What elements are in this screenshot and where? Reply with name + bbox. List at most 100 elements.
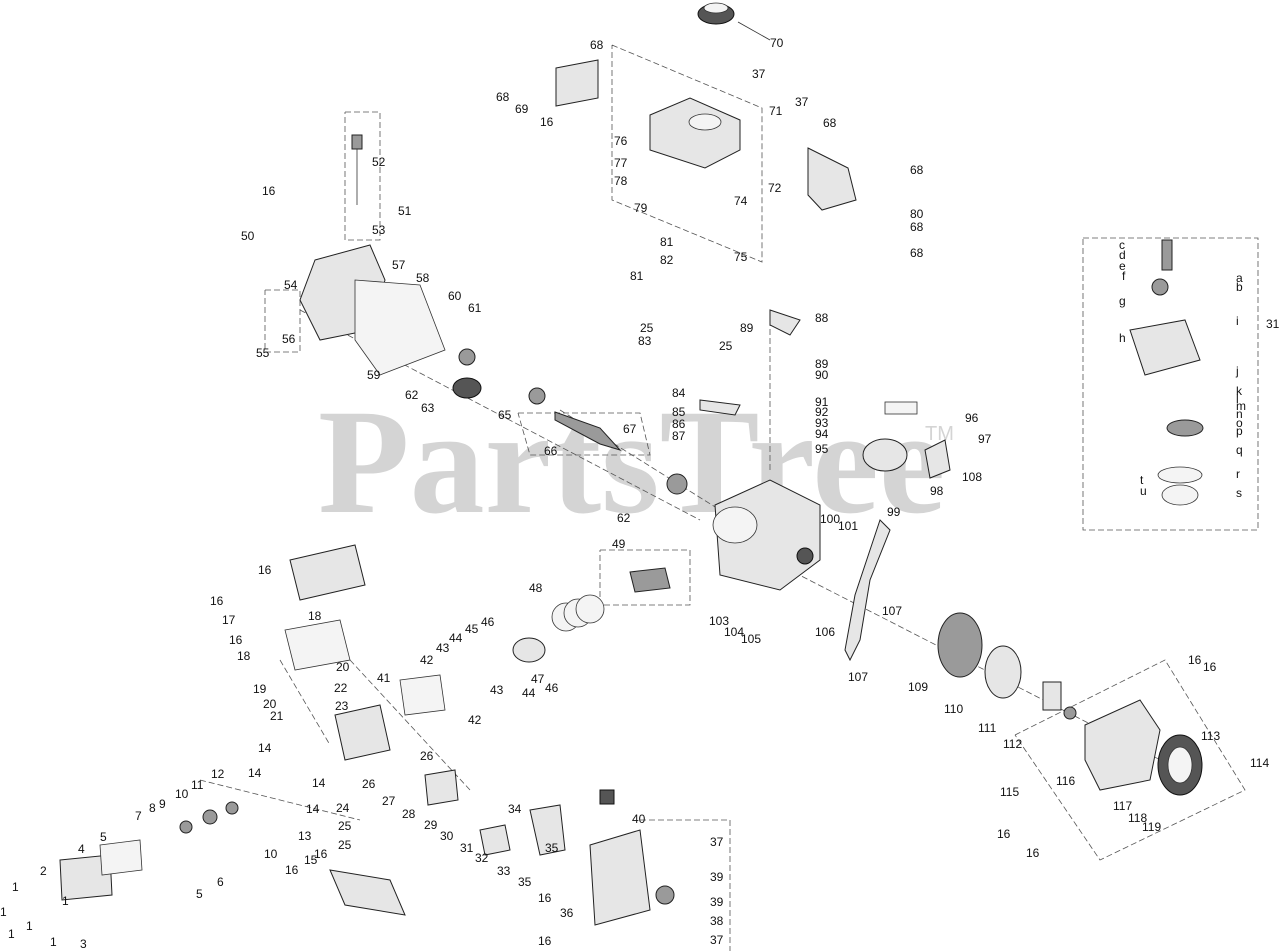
oil-seal — [796, 547, 814, 565]
callout-104: 104 — [724, 625, 744, 639]
callout-25c: 25 — [338, 819, 352, 833]
cam-gear — [452, 377, 482, 399]
callout-16h: 16 — [997, 827, 1011, 841]
piston — [512, 637, 546, 663]
callout-59: 59 — [367, 368, 381, 382]
callout-3: 3 — [80, 937, 87, 951]
cylinder-bore — [712, 506, 758, 544]
callout-28: 28 — [402, 807, 416, 821]
callout-110: 110 — [944, 702, 963, 716]
callout-68b: 68 — [496, 90, 510, 104]
callout-107b: 107 — [848, 670, 868, 684]
air-filter-outline — [640, 819, 731, 951]
tank-heat-shield — [555, 59, 599, 107]
callout-39b: 39 — [710, 895, 724, 909]
callout-105: 105 — [741, 632, 761, 646]
callout-93: 93 — [815, 416, 829, 430]
callout-13: 13 — [298, 829, 312, 843]
callout-99: 99 — [887, 505, 901, 519]
recoil-group-outline — [1014, 659, 1246, 861]
callout-16f: 16 — [1188, 653, 1202, 667]
watermark: PartsTree TM — [318, 379, 954, 545]
callout-16j: 16 — [314, 847, 328, 861]
callout-89a: 89 — [740, 321, 754, 335]
callout-42b: 42 — [468, 713, 482, 727]
callout-19: 19 — [253, 682, 267, 696]
cam-bearing — [528, 387, 546, 405]
callout-113: 113 — [1201, 729, 1220, 743]
dipstick-cap — [351, 134, 363, 150]
callout-92: 92 — [815, 405, 829, 419]
callout-16c: 16 — [258, 563, 272, 577]
callout-p: p — [1236, 424, 1243, 438]
callout-47: 47 — [531, 672, 545, 686]
callout-23: 23 — [335, 699, 349, 713]
callout-119: 119 — [1142, 820, 1161, 834]
callout-b: b — [1236, 280, 1243, 294]
callout-98: 98 — [930, 484, 944, 498]
carb-kit-body — [1129, 319, 1201, 376]
callout-38: 38 — [710, 914, 724, 928]
crankshaft-group-outline — [517, 412, 651, 456]
starter-bracket — [884, 401, 918, 415]
callout-100: 100 — [820, 512, 840, 526]
callout-118: 118 — [1128, 811, 1147, 825]
muffler-guard — [284, 619, 351, 671]
callout-4: 4 — [78, 842, 85, 856]
callout-6: 6 — [217, 875, 224, 889]
starter-shield — [924, 439, 951, 479]
callout-54: 54 — [284, 278, 298, 292]
callout-53: 53 — [372, 223, 386, 237]
carb-kit-float — [1166, 419, 1204, 437]
parts — [59, 2, 1204, 926]
fuel-shutoff-valve — [529, 804, 566, 856]
callout-75: 75 — [734, 250, 748, 264]
callout-37b: 37 — [795, 95, 809, 109]
callouts: 70 68 37 68 69 37 71 16 68 76 77 68 78 7… — [0, 21, 1280, 951]
choke-knob — [599, 789, 615, 805]
connecting-rod — [629, 567, 671, 593]
gasket — [354, 279, 446, 376]
callout-11: 11 — [191, 778, 204, 792]
callout-33: 33 — [497, 864, 511, 878]
callout-87: 87 — [672, 429, 686, 443]
callout-67: 67 — [623, 422, 637, 436]
callout-g: g — [1119, 294, 1126, 308]
callout-74: 74 — [734, 194, 748, 208]
callout-i: i — [1236, 314, 1239, 328]
callout-16l: 16 — [538, 891, 552, 905]
callout-63: 63 — [421, 401, 435, 415]
callout-15: 15 — [304, 853, 318, 867]
callout-16e: 16 — [229, 633, 243, 647]
callout-1c: 1 — [62, 894, 69, 908]
valve-spring — [202, 809, 218, 825]
callout-37d: 37 — [710, 933, 724, 947]
fuel-cap-top — [703, 2, 729, 14]
callout-1e: 1 — [26, 919, 33, 933]
callout-51: 51 — [398, 204, 412, 218]
muffler-axis — [279, 659, 331, 746]
callout-46a: 46 — [481, 615, 495, 629]
callout-35b: 35 — [518, 875, 532, 889]
throttle-linkage — [699, 399, 741, 416]
callout-h: h — [1119, 331, 1126, 345]
callout-d: d — [1119, 248, 1126, 262]
cylinder-head — [334, 704, 391, 761]
callout-43a: 43 — [436, 641, 450, 655]
callout-12: 12 — [211, 767, 225, 781]
callout-25a: 25 — [640, 321, 654, 335]
callout-c: c — [1119, 238, 1125, 252]
callout-68f: 68 — [910, 246, 924, 260]
callout-111: 111 — [978, 721, 997, 735]
carb-kit-bowl-gasket — [1157, 466, 1203, 484]
callout-1b: 1 — [0, 905, 7, 919]
callout-10a: 10 — [175, 787, 189, 801]
callout-5b: 5 — [196, 887, 203, 901]
flywheel — [937, 612, 983, 678]
carb-kit-knob — [1151, 278, 1169, 296]
bearing-left — [458, 348, 476, 366]
callout-36: 36 — [560, 906, 574, 920]
callout-14b: 14 — [248, 766, 262, 780]
tank-bracket — [807, 147, 857, 211]
callout-16k: 16 — [285, 863, 299, 877]
